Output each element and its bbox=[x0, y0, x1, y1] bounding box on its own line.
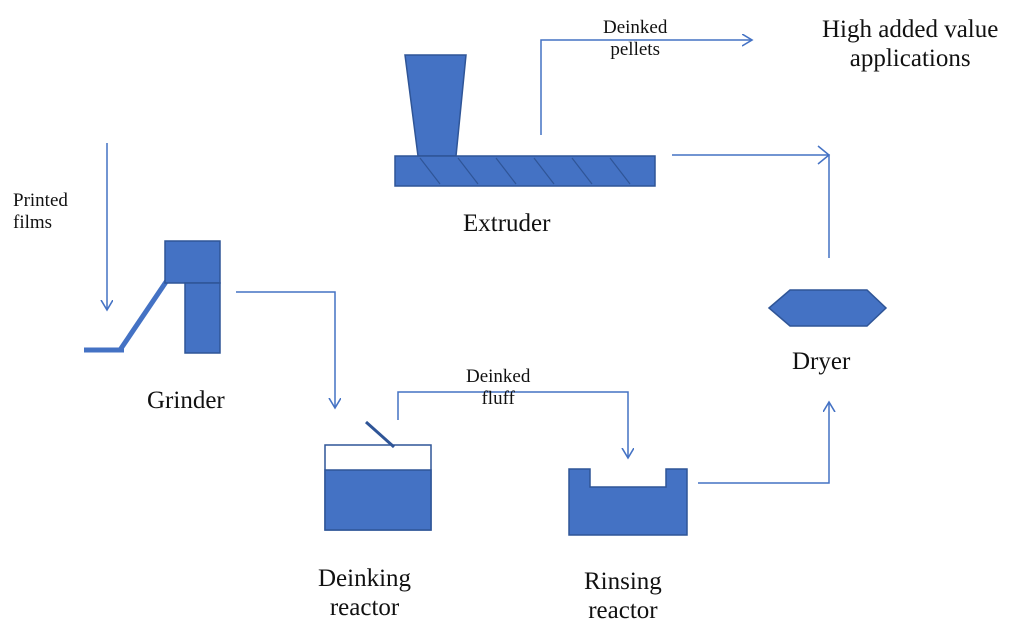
rinsing-reactor-vessel bbox=[568, 468, 688, 536]
deinked-pellets-line-1: Deinked bbox=[603, 17, 668, 38]
dryer-label: Dryer bbox=[792, 348, 851, 375]
extruder-label: Extruder bbox=[463, 210, 551, 237]
extruder-hopper bbox=[404, 54, 467, 157]
deinked-fluff-line-1: Deinked bbox=[466, 366, 531, 387]
rinsing-reactor-line-2: reactor bbox=[588, 596, 658, 624]
deinking-reactor-line-1: Deinking bbox=[318, 565, 412, 592]
high-added-value-line-1: High added value bbox=[822, 16, 999, 43]
extruder-screw bbox=[419, 157, 631, 185]
deinked-pellets-line-2: pellets bbox=[610, 38, 660, 60]
printed-films-label-line-1: Printed bbox=[13, 190, 68, 211]
extruder-barrel bbox=[394, 155, 656, 187]
dryer-vessel bbox=[767, 289, 888, 327]
grinder-label: Grinder bbox=[147, 387, 225, 414]
printed-films-label: Printed films bbox=[13, 190, 68, 234]
arrow-extruder-to-applications bbox=[540, 40, 752, 135]
high-added-value-line-2: applications bbox=[849, 44, 971, 72]
arrow-grinder-to-deinking bbox=[236, 291, 335, 408]
deinked-fluff-label: Deinked fluff bbox=[466, 366, 530, 410]
grinder-chute bbox=[117, 274, 173, 352]
deinking-reactor-lid bbox=[365, 420, 395, 449]
deinking-reactor-liquid bbox=[324, 469, 432, 531]
deinked-pellets-label: Deinked pellets bbox=[603, 17, 667, 61]
high-added-value-applications-label: High added value applications bbox=[822, 16, 998, 74]
arrow-dryer-to-extruder bbox=[672, 154, 830, 258]
deinked-fluff-line-2: fluff bbox=[481, 387, 515, 409]
arrow-rinsing-to-dryer bbox=[698, 402, 829, 484]
rinsing-reactor-label: Rinsing reactor bbox=[584, 568, 662, 626]
arrow-deinking-to-rinsing bbox=[397, 391, 628, 458]
arrow-dryer-to-extruder-head bbox=[817, 145, 831, 165]
grinder-body bbox=[184, 282, 221, 354]
deinking-reactor-line-2: reactor bbox=[329, 593, 400, 621]
rinsing-reactor-line-1: Rinsing bbox=[584, 568, 662, 595]
printed-films-label-line-2: films bbox=[13, 211, 53, 233]
deinking-reactor-label: Deinking reactor bbox=[318, 565, 411, 623]
grinder-hopper bbox=[164, 240, 221, 284]
